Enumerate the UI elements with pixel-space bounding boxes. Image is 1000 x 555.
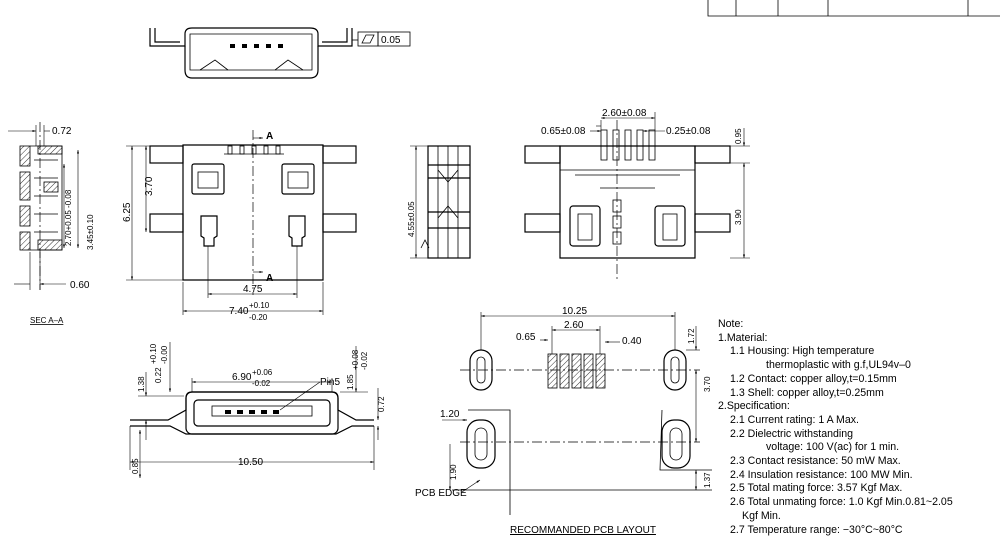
note-2-7: 2.7 Temperature range: −30°C~80°C xyxy=(730,523,903,536)
material-heading: 1.Material: xyxy=(718,331,768,344)
top-view: 0.05 xyxy=(149,27,411,79)
section-dim-2: 2.70+0.05 -0.08 xyxy=(64,189,73,246)
note-2-6: 2.6 Total unmating force: 1.0 Kgf Min.0.… xyxy=(730,496,953,509)
end-dim-right-tol-base: 1.85 xyxy=(346,374,355,390)
note-1-3: 1.3 Shell: copper alloy,t=0.25mm xyxy=(730,386,884,399)
front-dim-total-minus: -0.20 xyxy=(249,313,268,322)
end-dim-top-minus: -0.02 xyxy=(252,379,271,388)
section-label: SEC A–A xyxy=(30,316,64,325)
note-2-2: 2.2 Dielectric withstanding xyxy=(730,427,854,440)
pcb-dim-left-bottom: 1.90 xyxy=(449,464,458,480)
front-view: A A 4.75 7.40 +0.10 -0.20 6.25 3.70 xyxy=(122,130,357,322)
front-dim-height-inner: 3.70 xyxy=(144,176,155,196)
pcb-dim-right-mid: 3.70 xyxy=(703,376,712,392)
end-dim-left-tol-plus: +0.10 xyxy=(149,343,158,364)
title-block xyxy=(707,0,1000,17)
section-view: 0.72 2.70+0.05 -0.08 3.45±0.10 0.60 SEC … xyxy=(8,122,95,325)
end-pin-label: Pin5 xyxy=(320,377,340,388)
rear-dim-right-top: 0.95 xyxy=(734,128,743,144)
pcb-dim-left-pad: 1.20 xyxy=(440,409,460,420)
pcb-layout: 10.25 2.60 0.65 0.40 1.72 3.70 1.37 1.20… xyxy=(415,306,712,536)
notes-heading: Note: xyxy=(718,318,744,330)
note-2-1: 2.1 Current rating: 1 A Max. xyxy=(730,413,859,426)
notes-block: Note: 1.Material: 1.1 Housing: High temp… xyxy=(718,318,1000,537)
end-dim-left-tol-minus: -0.00 xyxy=(160,345,169,364)
end-view: 6.90 +0.06 -0.02 Pin5 10.50 1.38 0.22 +0… xyxy=(129,342,386,478)
end-dim-top-plus: +0.06 xyxy=(252,368,273,377)
note-2-6-cont: Kgf Min. xyxy=(742,509,781,522)
section-dim-0: 0.72 xyxy=(52,126,72,137)
rear-view: 0.65±0.08 2.60±0.08 0.25±0.08 0.95 3.90 xyxy=(524,108,750,282)
pcb-dim-pad-width: 0.40 xyxy=(622,336,642,347)
pcb-dim-right-bottom: 1.37 xyxy=(703,472,712,488)
pcb-dim-right-top: 1.72 xyxy=(687,328,696,344)
flatness-tolerance: 0.05 xyxy=(381,35,401,46)
section-marker-top: A xyxy=(266,131,273,142)
end-dim-left-small: 1.38 xyxy=(137,376,146,392)
rear-dim-right-bottom: 3.90 xyxy=(734,209,743,225)
section-dim-1: 0.60 xyxy=(70,280,90,291)
rear-dim-2: 0.25±0.08 xyxy=(666,126,711,137)
pcb-edge-label: PCB EDGE xyxy=(415,488,467,499)
end-dim-right-tol-minus: -0.02 xyxy=(360,351,369,370)
section-marker-bottom: A xyxy=(266,273,273,284)
note-1-1: 1.1 Housing: High temperature xyxy=(730,345,875,358)
spec-heading: 2.Specification: xyxy=(718,400,790,413)
note-1-1-cont: thermoplastic with g.f,UL94v–0 xyxy=(766,359,911,372)
end-dim-bottom-left: 0.85 xyxy=(131,458,140,474)
note-2-4: 2.4 Insulation resistance: 100 MW Min. xyxy=(730,468,913,481)
front-dim-total-plus: +0.10 xyxy=(249,301,270,310)
section-dim-3: 3.45±0.10 xyxy=(86,214,95,250)
front-dim-height-total: 6.25 xyxy=(122,202,133,222)
rear-dim-1: 2.60±0.08 xyxy=(602,108,647,119)
side-view: 4.55±0.05 xyxy=(407,145,471,259)
pcb-dim-pitch-span: 2.60 xyxy=(564,320,584,331)
end-dim-left-tol-base: 0.22 xyxy=(154,367,163,383)
front-dim-width: 4.75 xyxy=(243,284,263,295)
note-2-2-cont: voltage: 100 V(ac) for 1 min. xyxy=(766,441,900,454)
end-dim-bottom: 10.50 xyxy=(238,457,263,468)
end-dim-right-small: 0.72 xyxy=(377,396,386,412)
pcb-dim-overall: 10.25 xyxy=(562,306,587,317)
pcb-layout-title: RECOMMANDED PCB LAYOUT xyxy=(510,525,656,536)
front-dim-total-base: 7.40 xyxy=(229,306,249,317)
note-2-5: 2.5 Total mating force: 3.57 Kgf Max. xyxy=(730,482,903,495)
rear-dim-0: 0.65±0.08 xyxy=(541,126,586,137)
note-1-2: 1.2 Contact: copper alloy,t=0.15mm xyxy=(730,372,897,385)
end-dim-top-base: 6.90 xyxy=(232,372,252,383)
end-dim-right-tol-plus: +0.08 xyxy=(351,349,360,370)
pcb-dim-pad-offset: 0.65 xyxy=(516,332,536,343)
note-2-3: 2.3 Contact resistance: 50 mW Max. xyxy=(730,455,901,468)
side-dim-height: 4.55±0.05 xyxy=(407,201,416,237)
